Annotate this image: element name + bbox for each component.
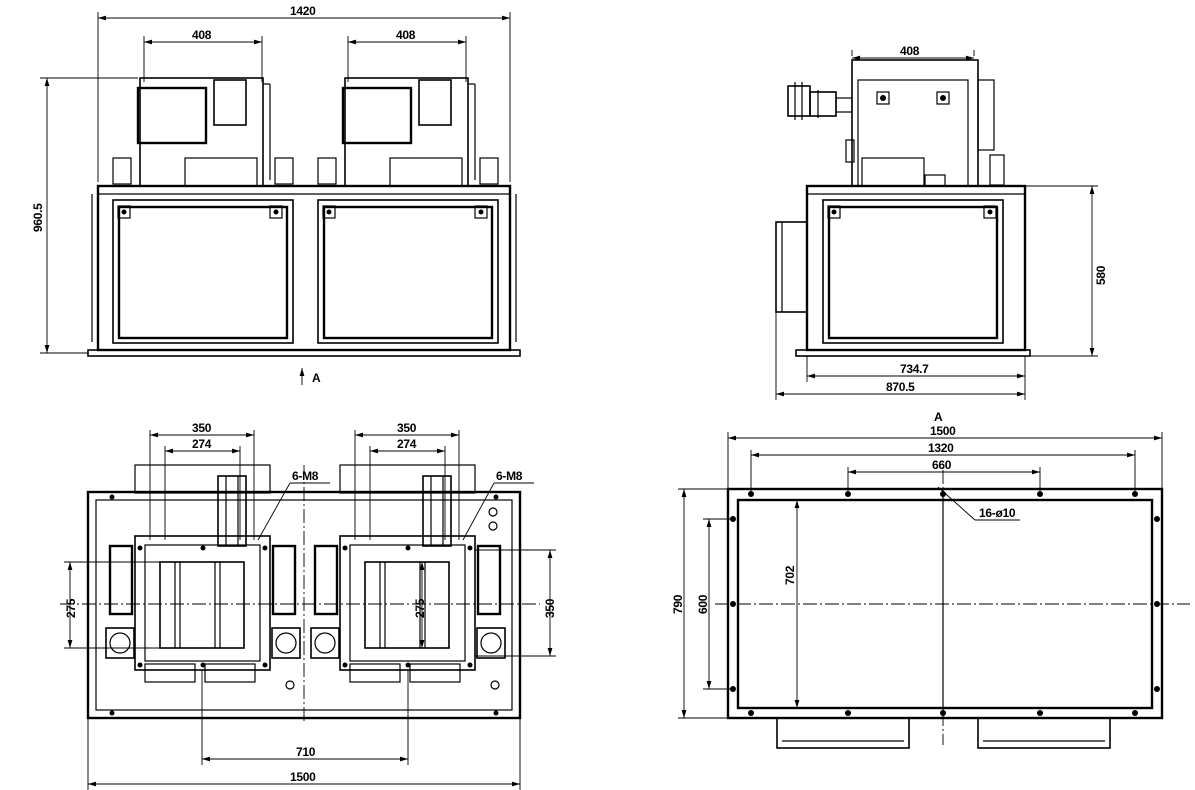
flange-view: A 1500 1320 660 16-ø10 790 600 702 — [671, 410, 1190, 749]
flange-overall-width-label: 1500 — [930, 424, 956, 438]
side-inner-width-label: 734.7 — [900, 362, 929, 376]
front-motor-right-label: 408 — [396, 28, 416, 42]
front-motor-left — [112, 77, 294, 187]
bottom-unit-left — [105, 475, 301, 683]
flange-overall-height-label: 790 — [671, 594, 685, 614]
flange-view-label: A — [934, 410, 943, 424]
bottom-left-inner-label: 274 — [192, 437, 212, 451]
bottom-right-inner-label: 274 — [397, 437, 417, 451]
side-outer-width-label: 870.5 — [886, 380, 915, 394]
bottom-right-outer-label: 350 — [397, 421, 417, 435]
front-motor-left-label: 408 — [192, 28, 212, 42]
side-drive-unit — [787, 82, 853, 120]
bottom-left-height-label: 275 — [64, 598, 78, 618]
flange-hole-height-label: 600 — [696, 594, 710, 614]
bottom-view: 350 274 350 274 6-M8 6-M8 275 275 350 71… — [60, 421, 557, 790]
flange-holes — [730, 491, 1160, 716]
bottom-left-outer-label: 350 — [192, 421, 212, 435]
bottom-mid-height-label: 275 — [413, 598, 427, 618]
front-motor-right — [317, 77, 499, 187]
bottom-overall-width-label: 1500 — [290, 770, 316, 784]
bottom-right-height-label: 350 — [543, 598, 557, 618]
flange-inner-height-label: 702 — [783, 565, 797, 585]
front-view: 1420 408 408 960.5 A — [31, 4, 521, 385]
front-height-label: 960.5 — [31, 203, 45, 232]
bottom-unit-right — [310, 475, 506, 683]
flange-center-span-label: 660 — [932, 458, 952, 472]
bottom-bolt-note-right: 6-M8 — [496, 469, 523, 483]
bottom-center-spacing-label: 710 — [296, 745, 316, 759]
side-height-label: 580 — [1094, 265, 1108, 285]
front-width-label: 1420 — [290, 4, 316, 18]
side-view: 408 580 734.7 870.5 — [775, 44, 1108, 400]
side-motor-width-label: 408 — [900, 44, 920, 58]
front-view-arrow-label: A — [312, 371, 321, 385]
flange-hole-note: 16-ø10 — [979, 506, 1016, 520]
flange-hole-span-label: 1320 — [928, 441, 954, 455]
bottom-bolt-note-left: 6-M8 — [292, 469, 319, 483]
